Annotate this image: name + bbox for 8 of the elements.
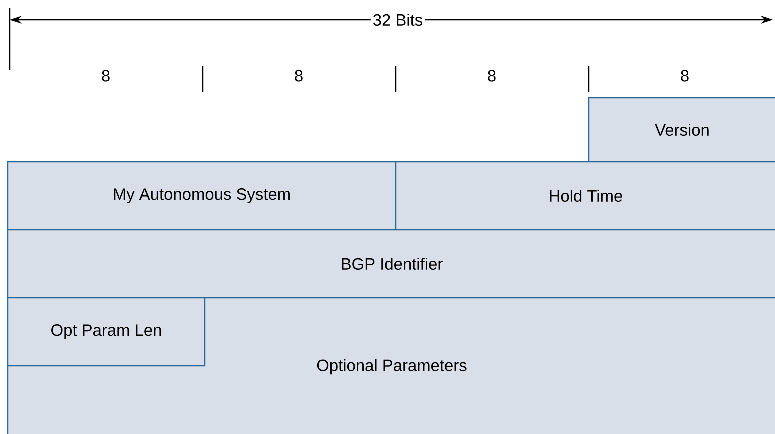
bit-width-label: 8 — [681, 70, 689, 82]
field-box: Version — [588, 97, 775, 163]
bit-width-label: 8 — [295, 70, 303, 82]
bit-width-label: 8 — [102, 70, 110, 82]
field-box: Opt Param Len — [7, 297, 206, 367]
field-box: My Autonomous System — [7, 161, 397, 231]
bit-width-label: 8 — [488, 70, 496, 82]
dimension-label: 32 Bits — [370, 12, 426, 28]
